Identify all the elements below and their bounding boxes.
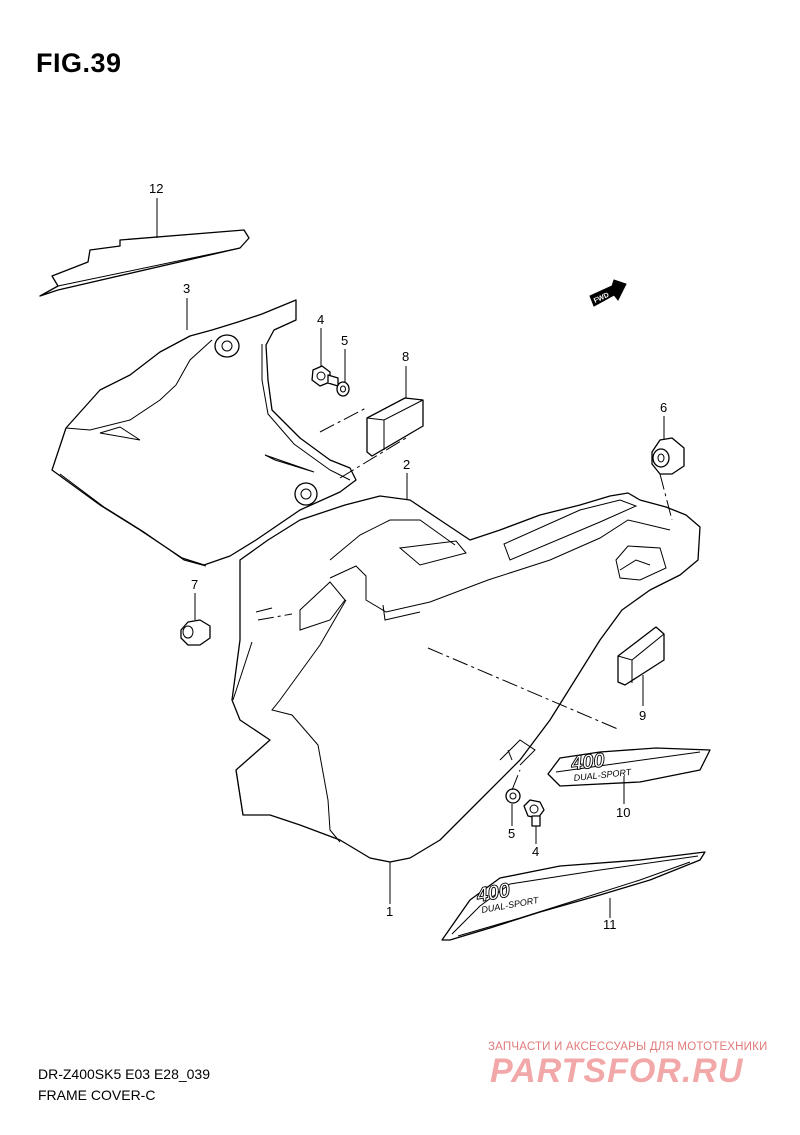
part-7-grommet[interactable] <box>180 619 211 646</box>
part-5-washer-bottom[interactable] <box>505 788 521 804</box>
figure-title: FIG.39 <box>36 48 122 78</box>
fwd-arrow-icon: FWD <box>589 279 627 307</box>
part-11-decal[interactable]: 400 DUAL-SPORT <box>441 851 706 941</box>
part-3-side-cover[interactable] <box>51 299 357 567</box>
callout-4-top: 4 <box>317 312 324 327</box>
callout-10: 10 <box>616 805 630 820</box>
part-8-cushion-pad[interactable] <box>366 397 424 457</box>
callout-labels: 12 3 4 5 8 6 2 7 9 10 5 4 1 11 <box>149 181 667 932</box>
callout-2: 2 <box>403 457 410 472</box>
alignment-lines <box>257 407 673 791</box>
callout-3: 3 <box>183 281 190 296</box>
model-code: DR-Z400SK5 E03 E28_039 <box>38 1066 210 1082</box>
callout-7: 7 <box>191 577 198 592</box>
callout-5-bottom: 5 <box>508 826 515 841</box>
part-6-grommet[interactable] <box>651 437 685 475</box>
part-2-frame-cover[interactable] <box>231 492 701 863</box>
callout-9: 9 <box>639 708 646 723</box>
part-9-cushion-pad[interactable] <box>617 626 665 686</box>
leader-lines <box>156 198 665 918</box>
callout-1: 1 <box>386 904 393 919</box>
part-10-emblem[interactable]: 400 DUAL-SPORT <box>547 747 711 787</box>
callout-5-top: 5 <box>341 333 348 348</box>
emblem-10-number: 400 <box>569 750 605 775</box>
part-5-washer-top[interactable] <box>336 381 350 397</box>
callout-4-bottom: 4 <box>532 844 539 859</box>
callout-6: 6 <box>660 400 667 415</box>
watermark-logo: PARTSFOR.RU <box>490 1052 744 1090</box>
watermark-tagline: ЗАПЧАСТИ И АКСЕССУАРЫ ДЛЯ МОТОТЕХНИКИ <box>488 1041 768 1053</box>
callout-8: 8 <box>402 349 409 364</box>
callout-11: 11 <box>603 917 617 932</box>
assembly-name: FRAME COVER-C <box>38 1087 156 1103</box>
part-12-seal-strip[interactable] <box>39 229 250 297</box>
part-4-bolt-bottom[interactable] <box>523 799 545 827</box>
part-4-bolt-top[interactable] <box>311 365 339 387</box>
callout-12: 12 <box>149 181 163 196</box>
